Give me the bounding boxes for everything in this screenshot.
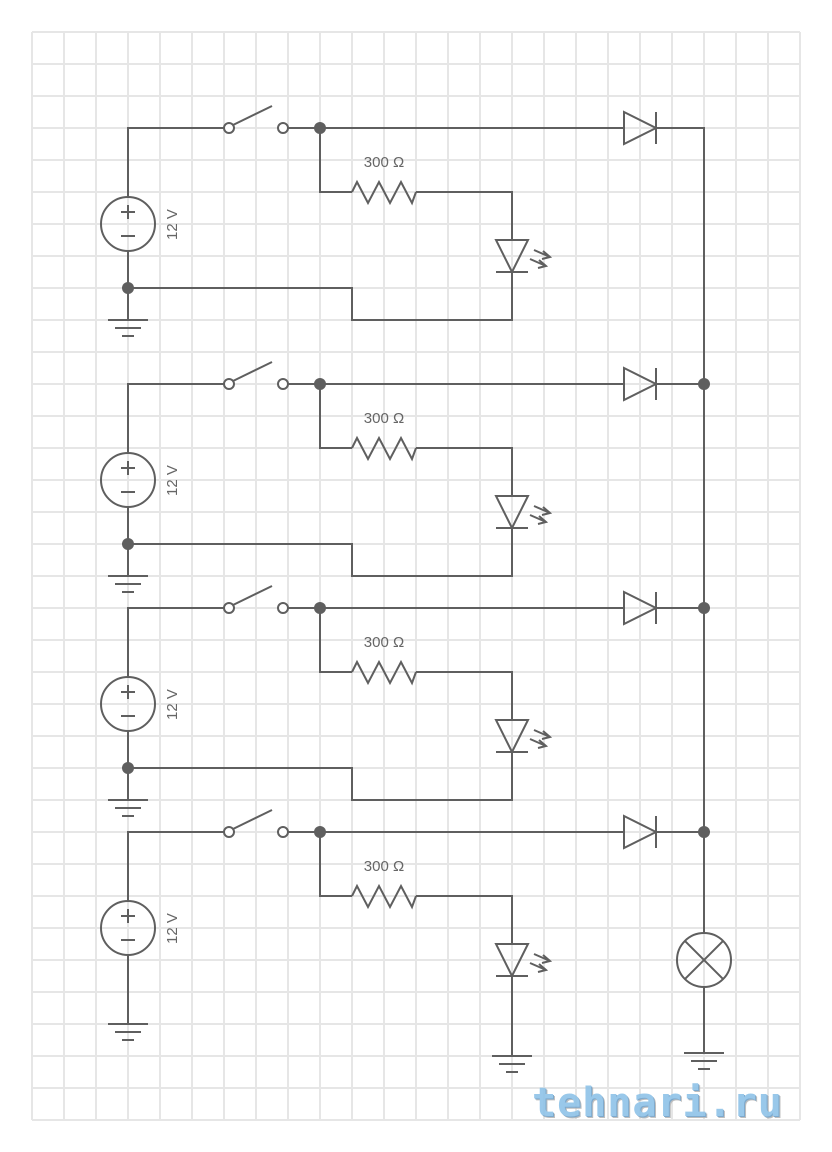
resistor-icon [351, 659, 417, 686]
resistor-zigzag [351, 435, 417, 462]
led-light-arrow-2 [529, 962, 549, 973]
switch-icon [223, 105, 289, 134]
led-triangle [494, 239, 530, 275]
led-icon [494, 943, 553, 979]
ground-icon [684, 1052, 724, 1070]
branch-4: 12 V 300 Ω [100, 809, 710, 1073]
switch-terminal-left [223, 826, 235, 838]
watermark-logo: tehnari.ru [532, 1080, 783, 1126]
led-light-arrow-1 [533, 249, 553, 260]
wire-resistor-to-led [416, 447, 513, 496]
diode-triangle [623, 366, 659, 402]
source-voltage-label: 12 V [164, 913, 181, 944]
resistor-label: 300 Ω [364, 154, 404, 171]
rail-junction-node [698, 602, 710, 614]
ground-junction-node [122, 762, 134, 774]
resistor-icon [351, 179, 417, 206]
switch-blade [232, 361, 273, 382]
led-light-arrow-2 [529, 258, 549, 269]
switch-icon [223, 585, 289, 614]
wire-led-return [128, 272, 513, 321]
switch-blade [232, 105, 273, 126]
resistor-label: 300 Ω [364, 634, 404, 651]
diode-triangle [623, 110, 659, 146]
wire-resistor-to-led [416, 671, 513, 720]
source-voltage-label: 12 V [164, 689, 181, 720]
resistor-label: 300 Ω [364, 410, 404, 427]
ground-icon [108, 1023, 148, 1041]
switch-blade [232, 585, 273, 606]
led-icon [494, 719, 553, 755]
wire-node-to-resistor [319, 128, 352, 193]
switch-terminal-right [277, 122, 289, 134]
switch-terminal-right [277, 602, 289, 614]
ground-junction-node [122, 282, 134, 294]
wire-source-to-switch [127, 127, 224, 197]
switch-terminal-left [223, 122, 235, 134]
led-light-arrow-1 [533, 505, 553, 516]
wire-resistor-to-led [416, 191, 513, 240]
branch-1: 12 V 300 Ω [100, 105, 705, 337]
switch-terminal-left [223, 378, 235, 390]
branch-3: 12 V 300 Ω [100, 585, 710, 817]
resistor-zigzag [351, 179, 417, 206]
wire-source-to-switch [127, 607, 224, 677]
diode-triangle [623, 814, 659, 850]
led-light-arrow-1 [533, 729, 553, 740]
switch-terminal-right [277, 378, 289, 390]
switch-terminal-left [223, 602, 235, 614]
wire-source-to-switch [127, 831, 224, 901]
wire-node-to-resistor [319, 832, 352, 897]
resistor-icon [351, 435, 417, 462]
ground-icon [108, 575, 148, 593]
rail-junction-node [698, 378, 710, 390]
resistor-zigzag [351, 659, 417, 686]
lamp [676, 932, 732, 1070]
led-light-arrow-2 [529, 514, 549, 525]
wire-node-to-resistor [319, 608, 352, 673]
wire-led-return [128, 752, 513, 801]
led-triangle [494, 719, 530, 755]
resistor-zigzag [351, 883, 417, 910]
led-light-arrow-2 [529, 738, 549, 749]
wire-led-return [128, 528, 513, 577]
branch-2: 12 V 300 Ω [100, 361, 710, 593]
rail-junction-node [698, 826, 710, 838]
led-light-arrow-1 [533, 953, 553, 964]
led-triangle [494, 495, 530, 531]
diode-triangle [623, 590, 659, 626]
switch-terminal-right [277, 826, 289, 838]
wire-node-to-resistor [319, 384, 352, 449]
switch-blade [232, 809, 273, 830]
wire-diode-to-rail [656, 127, 705, 160]
source-voltage-label: 12 V [164, 209, 181, 240]
ground-junction-node [122, 538, 134, 550]
branches: 12 V 300 Ω 12 V 300 Ω 12 V 300 Ω 12 V 300 Ω [100, 105, 710, 1073]
wire-resistor-to-led [416, 895, 513, 944]
switch-icon [223, 361, 289, 390]
led-triangle [494, 943, 530, 979]
ground-icon [108, 799, 148, 817]
resistor-icon [351, 883, 417, 910]
source-voltage-label: 12 V [164, 465, 181, 496]
lamp-cross-2 [684, 940, 724, 980]
ground-icon [108, 319, 148, 337]
switch-icon [223, 809, 289, 838]
wire-source-to-switch [127, 383, 224, 453]
ground-icon [492, 1055, 532, 1073]
resistor-label: 300 Ω [364, 858, 404, 875]
